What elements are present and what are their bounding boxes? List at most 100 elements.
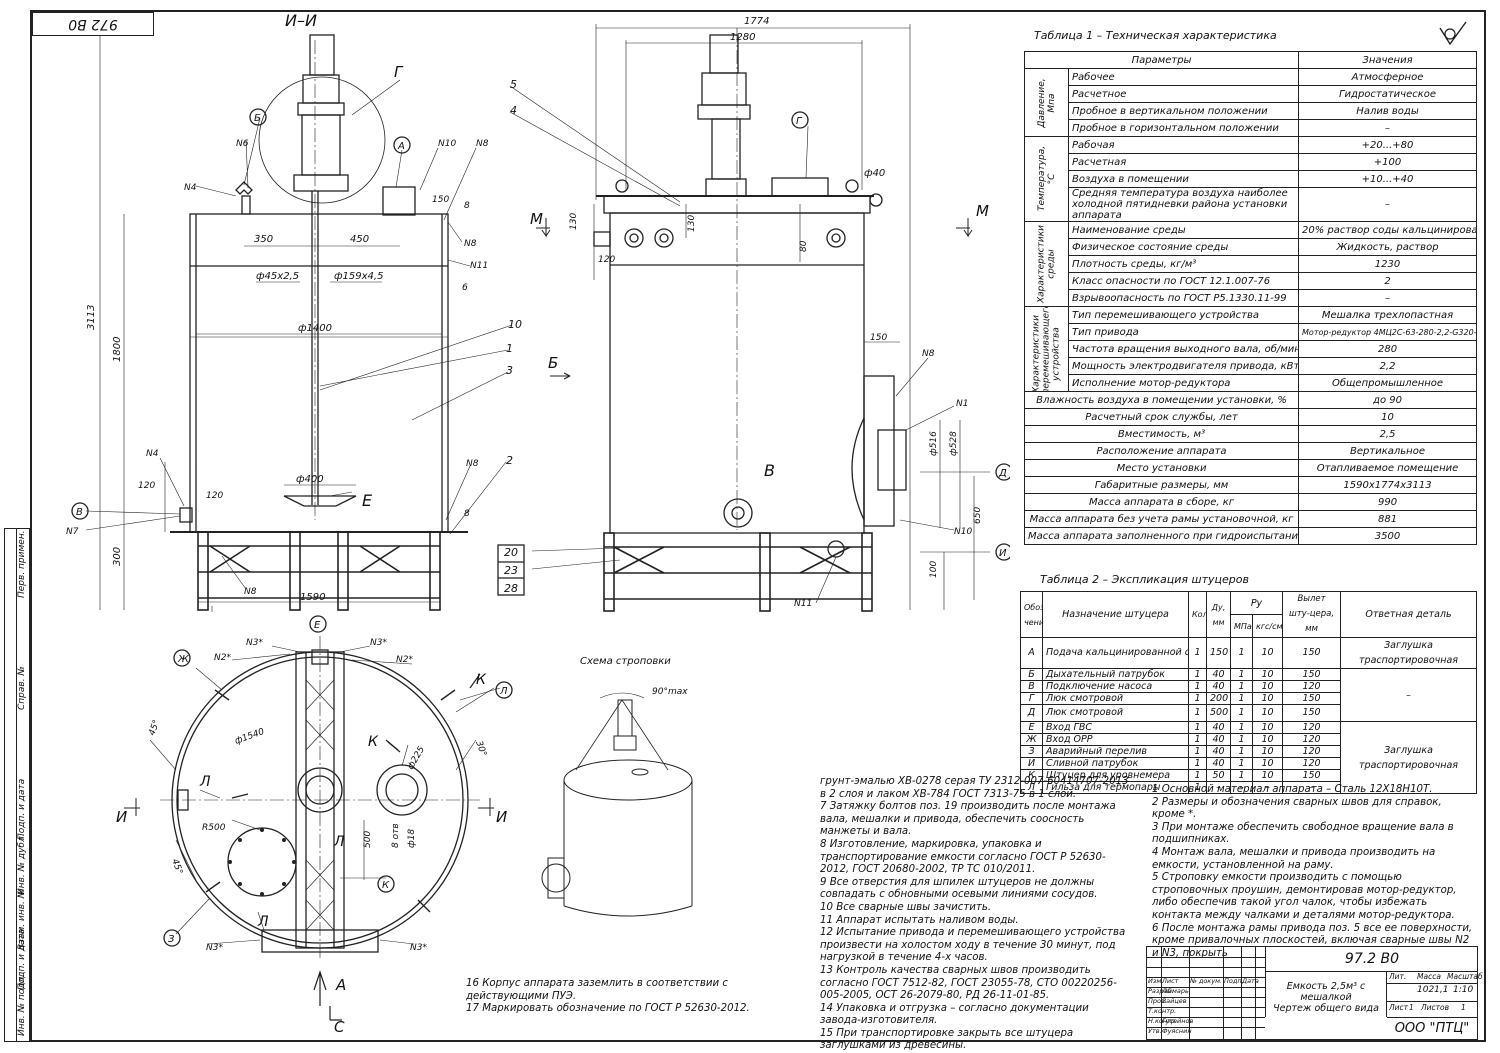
nozzle-pn-kgs: 10: [1251, 733, 1284, 746]
table1-param: Физическое состояние среды: [1067, 238, 1300, 256]
nozzle-tag: N2*: [396, 655, 413, 665]
dimension-label: 130: [569, 213, 579, 230]
table1-group-text: Характеристики среды: [1036, 225, 1057, 304]
table1-value: Вертикальное: [1298, 442, 1478, 460]
table1-param: Рабочее: [1067, 68, 1300, 86]
nozzle-pn-mpa: 1: [1230, 769, 1253, 782]
arrow-b-label: Б: [548, 354, 558, 372]
nozzle-letter: Б: [254, 113, 261, 124]
table1-group-label: Характеристики среды: [1024, 221, 1069, 307]
note-item: 2 Размеры и обозначения сварных швов для…: [1152, 796, 1442, 821]
table1-param: Плотность среды, кг/м³: [1067, 255, 1300, 273]
table1-value: 2,2: [1298, 357, 1478, 375]
view-l-label: Л: [199, 774, 211, 790]
nozzle-tag: N11: [470, 261, 488, 271]
nozzle-pn-kgs: 10: [1251, 668, 1284, 681]
table2-header: Ду, мм: [1206, 591, 1231, 638]
table1-param: Расчетный срок службы, лет: [1023, 408, 1300, 426]
nozzle-tag: N3*: [370, 638, 387, 648]
section-mark: И: [496, 808, 507, 826]
nozzle-purpose: Люк смотровой: [1042, 692, 1189, 705]
nozzle-reach: 150: [1282, 704, 1342, 722]
title-sheets-label: Листов: [1421, 1003, 1450, 1012]
table1-group-text: Температура, °С: [1036, 145, 1057, 211]
view-k-label: К: [368, 734, 379, 750]
note-item: 7 Затяжку болтов поз. 19 производить пос…: [820, 801, 1116, 838]
nozzle-pn-kgs: 10: [1251, 757, 1284, 770]
nozzle-qty: 1: [1188, 692, 1207, 705]
table2-header: МПа: [1230, 614, 1253, 638]
position-number: 20: [504, 546, 518, 559]
nozzle-letter: Л: [499, 686, 508, 697]
nozzle-letter: В: [76, 507, 83, 518]
rigging-title: Схема строповки: [580, 656, 671, 667]
nozzle-reach: 150: [1282, 769, 1342, 782]
title-block: 97.2 В0 Емкость 2,5м³ с мешалкой Чертеж …: [1146, 946, 1483, 1040]
nozzle-letter: З: [168, 934, 175, 945]
nozzle-reach: 150: [1282, 692, 1342, 705]
table2-header: Кол.: [1188, 591, 1207, 638]
table1-value: 2: [1298, 272, 1478, 290]
table1-value: –: [1298, 187, 1478, 222]
view-a-label: А: [335, 976, 346, 994]
title-sheet-value: 1: [1409, 1003, 1414, 1012]
nozzle-pn-mpa: 1: [1230, 704, 1253, 722]
nozzle-letter: К: [382, 880, 390, 891]
table1-param: Масса аппарата заполненного при гидроисп…: [1023, 527, 1300, 545]
notes-right: 1 Основной материал аппарата – Сталь 12Х…: [1152, 784, 1474, 960]
nozzle-tag: N4: [184, 183, 197, 193]
detail-g-label: Г: [394, 63, 404, 81]
nozzle-qty: 1: [1188, 668, 1207, 681]
table1-param: Мощность электродвигателя привода, кВт: [1067, 357, 1300, 375]
table1-param: Рабочая: [1067, 136, 1300, 154]
nozzle-pn-mpa: 1: [1230, 757, 1253, 770]
table1-param: Средняя температура воздуха наиболее хол…: [1067, 187, 1300, 222]
stamp-person: Лымарь: [1162, 987, 1189, 995]
dimension-label: 120: [138, 481, 155, 491]
table1-value: Мешалка трехлопастная: [1298, 306, 1478, 324]
stamp-person: Гусейнов: [1162, 1017, 1194, 1025]
table1-row: Пробное в горизонтальном положении–: [1025, 119, 1478, 137]
section-mark: И: [116, 808, 127, 826]
dimension-label: 1590: [300, 592, 325, 603]
stamp-role: № докум.: [1190, 977, 1223, 985]
notes-middle: грунт-эмалью ХВ-0278 серая ТУ 2312-007-6…: [820, 776, 1130, 1053]
title-org: ООО "ПТЦ": [1387, 1017, 1477, 1040]
table1-value: 3500: [1298, 527, 1478, 545]
table1-value: Налив воды: [1298, 102, 1478, 120]
section-view: [71, 34, 571, 612]
nozzle-code: Г: [1020, 692, 1043, 705]
stamp-person: Зайцев: [1162, 997, 1187, 1005]
nozzle-letter: А: [397, 141, 405, 152]
stamp-role: Пров.: [1148, 997, 1167, 1005]
table1-value: Мотор-редуктор 4МЦ2С-63-280-2,2-G320-ЦУЗ: [1298, 323, 1478, 341]
nozzle-code: Б: [1020, 668, 1043, 681]
nozzle-reach: 120: [1282, 733, 1342, 746]
table1-group-label: Давление, Мпа: [1024, 68, 1069, 137]
note-item: 16 Корпус аппарата заземлить в соответст…: [466, 978, 729, 1002]
nozzle-tag: N3*: [206, 943, 223, 953]
dimension-label: 150: [432, 195, 449, 205]
top-view: [124, 615, 513, 1021]
table1-param: Класс опасности по ГОСТ 12.1.007-76: [1067, 272, 1300, 290]
note-item: 8 Изготовление, маркировка, упаковка и т…: [820, 838, 1106, 876]
table1-param: Тип перемешивающего устройства: [1067, 306, 1300, 324]
table2-header: Ру: [1229, 591, 1284, 615]
table1-value: Общепромышленное: [1298, 374, 1478, 392]
dimension-label: 1800: [112, 337, 123, 362]
nozzle-pn-mpa: –: [1230, 781, 1253, 794]
dimension-label: 450: [350, 234, 369, 245]
table1-value: Отапливаемое помещение: [1298, 459, 1478, 477]
table1-row: Характеристики перемешивающего устройств…: [1024, 306, 1478, 392]
position-number: 23: [504, 564, 518, 577]
dimension-label: 6: [462, 283, 468, 293]
nozzle-reach: 120: [1282, 721, 1342, 734]
